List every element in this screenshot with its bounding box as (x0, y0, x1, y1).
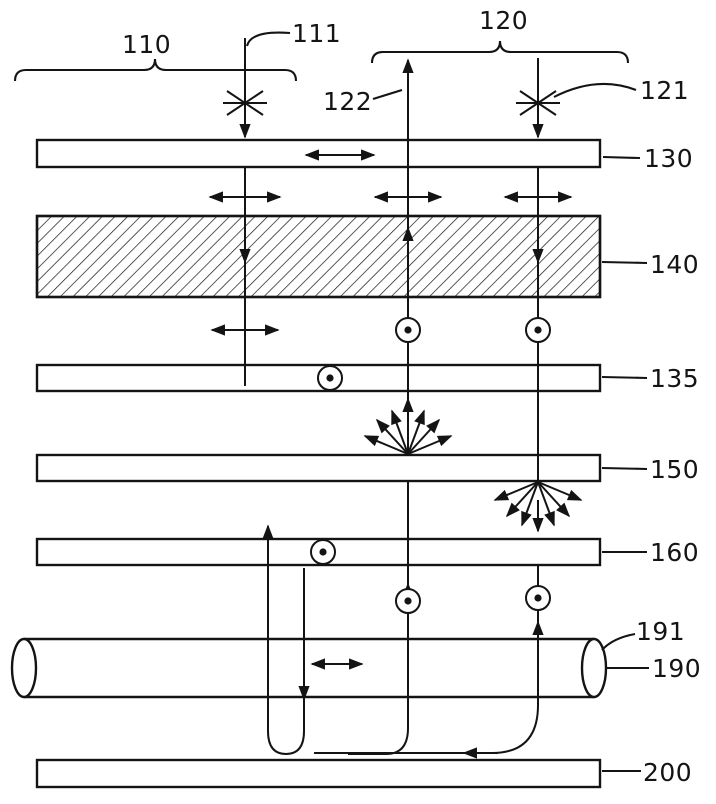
label-layer-200: 200 (643, 758, 692, 787)
reflector-bar-200 (35, 758, 602, 789)
label-layer-130: 130 (644, 144, 693, 173)
layer-bar-140-hatched (35, 214, 602, 299)
circle-dot-icon (310, 539, 336, 565)
callout-110: 110 (122, 30, 171, 59)
scatter-burst-up-icon (363, 409, 453, 455)
leader-121 (553, 82, 637, 98)
layer-bar-150 (35, 453, 602, 483)
leader-140 (601, 260, 648, 265)
circle-dot-icon (525, 317, 551, 343)
leader-130 (602, 155, 641, 160)
circle-dot-icon (395, 317, 421, 343)
label-layer-140: 140 (650, 250, 699, 279)
label-layer-160: 160 (650, 538, 699, 567)
label-layer-190: 190 (652, 654, 701, 683)
callout-111: 111 (292, 19, 341, 48)
brace-110 (13, 58, 298, 82)
cylinder-endcap-left (10, 637, 38, 699)
cylinder-endcap-191 (580, 637, 608, 699)
leader-122 (372, 88, 403, 101)
callout-120: 120 (479, 6, 528, 35)
label-endcap-191: 191 (636, 617, 685, 646)
callout-122: 122 (323, 87, 372, 116)
leader-111 (245, 31, 291, 47)
layer-bar-130 (35, 138, 602, 169)
scatter-burst-down-icon (493, 481, 583, 533)
brace-120 (370, 40, 630, 64)
circle-dot-icon (317, 365, 343, 391)
label-layer-135: 135 (650, 364, 699, 393)
light-guide-cylinder-190 (10, 637, 608, 699)
circle-dot-icon (395, 588, 421, 614)
callout-121: 121 (640, 76, 689, 105)
label-layer-150: 150 (650, 455, 699, 484)
circle-dot-icon (525, 585, 551, 611)
recycle-loop-path (262, 524, 310, 756)
leader-150 (601, 466, 648, 471)
leader-135 (601, 375, 648, 380)
leader-191 (601, 632, 636, 651)
